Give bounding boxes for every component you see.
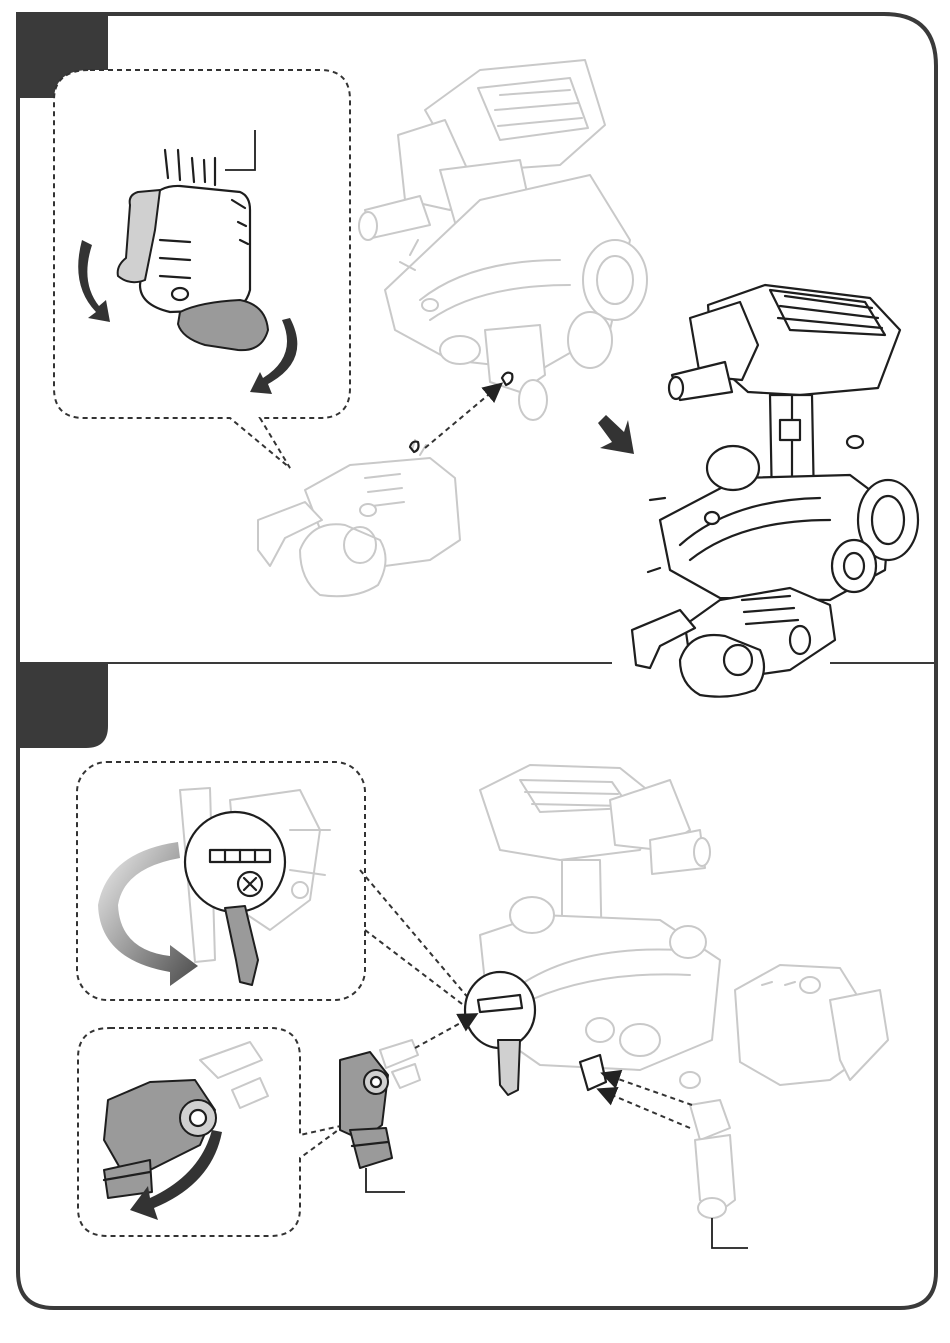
shoulder-disc-detail xyxy=(77,762,470,1010)
faded-robot-upper xyxy=(359,60,647,420)
arm-part-leader xyxy=(366,1168,405,1192)
arm-part xyxy=(340,1040,420,1192)
dashed-guide-arrow-icon xyxy=(415,1015,475,1048)
down-right-arrow-icon xyxy=(598,415,634,454)
assembled-robot-preview xyxy=(632,285,918,697)
faded-robot-lower xyxy=(465,765,888,1095)
elbow-joint-detail xyxy=(78,1028,345,1236)
step-tab-lower xyxy=(18,663,108,748)
dashed-guide-arrow-icon xyxy=(604,1074,692,1105)
leg-part-leader xyxy=(712,1218,748,1248)
faded-claw-part xyxy=(258,440,460,596)
dashed-guide-arrow-icon xyxy=(600,1090,690,1128)
leg-part xyxy=(690,1100,748,1248)
tail-claw-detail xyxy=(54,70,350,468)
dashed-guide-arrow-icon xyxy=(425,385,500,448)
